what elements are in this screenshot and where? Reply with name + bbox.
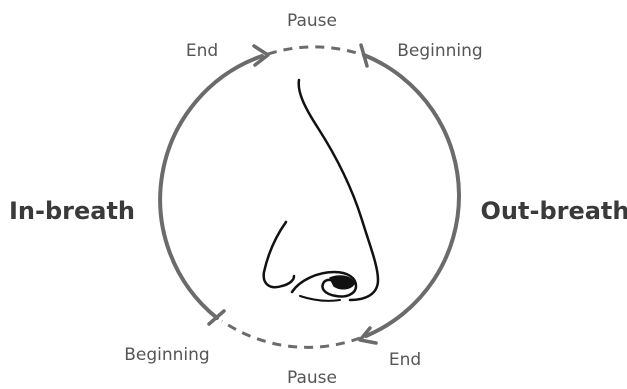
out-breath-label: Out-breath: [481, 197, 627, 225]
in-breath-label: In-breath: [9, 197, 135, 225]
end-top-left-label: End: [186, 41, 218, 61]
nose-drawing-icon: [264, 80, 378, 301]
in-breath-arc: [160, 56, 262, 318]
pause-bottom-arc: [222, 321, 360, 347]
out-breath-arc: [364, 55, 459, 336]
beginning-top-right-label: Beginning: [397, 41, 482, 61]
pause-top-label: Pause: [287, 11, 337, 31]
end-bottom-right-label: End: [389, 350, 421, 370]
pause-bottom-label: Pause: [287, 368, 337, 388]
pause-top-arc: [268, 47, 360, 54]
beginning-bottom-left-label: Beginning: [124, 345, 209, 365]
